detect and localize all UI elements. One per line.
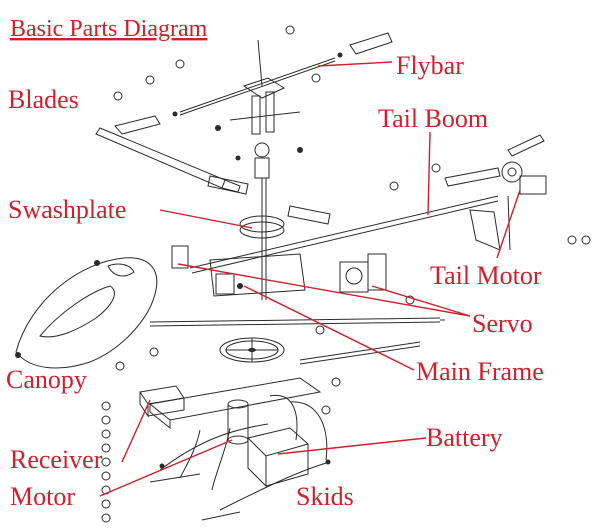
leader-tail-motor [496,189,521,259]
leader-battery [277,437,427,455]
leader-servo-2 [371,285,471,317]
label-swashplate: Swashplate [8,195,126,224]
blade-grips-drawing [207,175,331,225]
flybar-drawing [172,32,393,117]
leader-motor [99,439,233,497]
skids-drawing [149,394,331,521]
leader-receiver [121,399,151,463]
lower-frame-drawing [148,341,421,430]
label-servo: Servo [472,309,533,338]
label-flybar: Flybar [396,51,464,80]
label-tail-motor: Tail Motor [430,261,542,290]
leader-servo-1 [177,263,471,317]
diagram-title: Basic Parts Diagram [10,16,208,42]
leader-main-frame [243,285,415,371]
tail-boom-drawing [149,195,499,327]
tail-rotor-drawing [444,134,547,251]
rotor-head-drawing [215,39,303,179]
label-skids: Skids [296,482,354,511]
leader-flybar [317,61,393,67]
label-main-frame: Main Frame [416,357,544,386]
main-frame-drawing [171,245,387,297]
label-battery: Battery [426,423,503,452]
label-receiver: Receiver [10,445,103,474]
receiver-drawing [139,385,185,418]
label-blades: Blades [8,85,79,114]
leader-tail-boom [427,131,431,216]
canopy-drawing [15,257,158,369]
leader-lines [99,61,521,497]
callout-circles [101,25,591,523]
motor-drawing [227,399,249,445]
main-gear-drawing [219,337,285,363]
label-motor: Motor [10,482,75,511]
label-tail-boom: Tail Boom [378,104,488,133]
leader-swashplate [159,209,253,229]
main-blade-drawing [95,115,241,193]
battery-drawing [247,427,310,488]
label-canopy: Canopy [6,365,87,394]
helicopter-drawing [15,25,591,523]
